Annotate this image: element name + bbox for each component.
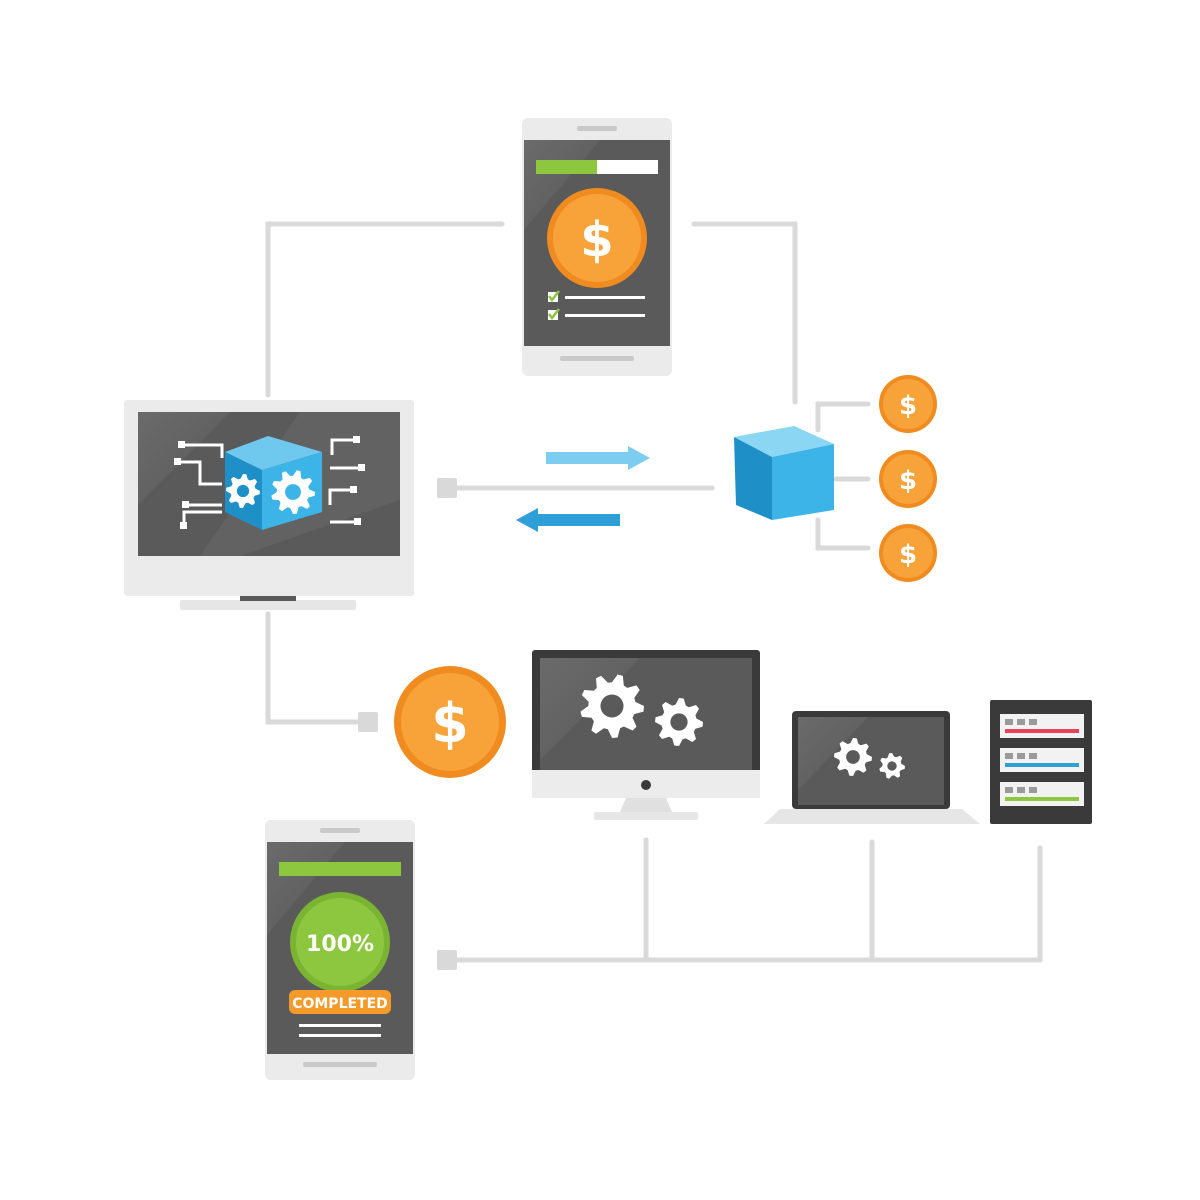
laptop	[764, 711, 980, 824]
dollar-coin-icon: $	[879, 375, 937, 433]
circuit-endpoints	[174, 436, 365, 529]
completed-label: COMPLETED	[292, 996, 388, 1012]
desktop-stand	[620, 798, 672, 812]
check-mark-icon	[548, 308, 560, 321]
desktop-stand-base	[594, 812, 698, 820]
cube-right-face	[772, 444, 834, 520]
gear-icon	[879, 753, 905, 779]
connector-lines	[265, 221, 1043, 963]
bottom-phone-home-bar	[303, 1062, 377, 1067]
arrow-left-head	[516, 508, 538, 532]
check-mark-icon	[548, 290, 560, 303]
gear-icon	[271, 470, 315, 514]
completed-badge	[289, 990, 391, 1014]
server-rack	[990, 700, 1092, 824]
top-phone-home-bar	[560, 356, 634, 361]
left-monitor-stand-slot	[240, 596, 296, 601]
arrow-left-shaft	[538, 514, 620, 526]
gear-icon	[834, 738, 872, 776]
connector-top-phone-to-cube	[691, 221, 798, 405]
checklist-line	[565, 314, 645, 317]
bottom-phone-speaker	[320, 828, 360, 833]
desktop-camera	[641, 780, 651, 790]
connector-plug-monitor	[437, 478, 457, 498]
arrow-right-shaft	[546, 452, 628, 464]
detail-line	[299, 1024, 381, 1027]
bottom-phone: 100% COMPLETED	[265, 820, 415, 1080]
arrow-right-head	[628, 446, 650, 470]
payment-coin-icon: $	[394, 666, 506, 778]
top-phone-coin-symbol: $	[580, 212, 613, 268]
top-phone-checklist	[548, 290, 645, 321]
laptop-screen-shine	[798, 717, 868, 790]
arrow-right-icon	[546, 446, 650, 470]
connector-plug-bottom-phone	[437, 950, 457, 970]
desktop-computer	[532, 650, 760, 820]
coin-symbol: $	[899, 391, 917, 421]
cube-top-face	[225, 436, 322, 470]
dollar-coin-icon: $	[879, 450, 937, 508]
server-unit	[1000, 748, 1084, 772]
connector-cube-to-coin-3	[815, 517, 871, 551]
connector-plug-coin	[358, 712, 378, 732]
circuit-traces	[178, 438, 360, 525]
dollar-coin-icon: $	[879, 524, 937, 582]
detail-line	[299, 1034, 381, 1037]
coin-symbol: $	[899, 540, 917, 570]
server-unit	[1000, 782, 1084, 806]
arrow-left-icon	[516, 508, 620, 532]
top-phone-speaker	[577, 126, 617, 131]
cube-top-face	[734, 426, 834, 457]
checklist-line	[565, 296, 645, 299]
bottom-phone-progress-fill	[279, 862, 401, 876]
completion-percent: 100%	[306, 932, 374, 957]
left-monitor-screen-shine	[138, 412, 230, 505]
connector-monitor-to-top-phone	[265, 221, 505, 398]
top-phone: $	[522, 118, 672, 376]
payment-coin-symbol: $	[431, 692, 469, 755]
top-phone-coin: $	[547, 188, 647, 288]
gear-icon	[580, 674, 644, 738]
gear-icon	[226, 474, 260, 508]
laptop-base	[764, 809, 980, 824]
gear-icon	[655, 698, 703, 746]
cube-left-face	[734, 437, 772, 520]
blockchain-cube-icon	[734, 426, 834, 520]
connector-plugs	[358, 478, 457, 970]
coin-stack: $ $ $	[879, 375, 937, 582]
coin-symbol: $	[899, 466, 917, 496]
left-monitor-stand	[180, 600, 356, 610]
connector-cube-to-coin-1	[815, 401, 871, 433]
top-phone-progress-fill	[536, 160, 597, 174]
connector-monitor-to-coin	[265, 611, 363, 725]
completion-badge-icon: 100%	[290, 892, 390, 992]
server-unit	[1000, 714, 1084, 738]
transfer-arrows	[516, 446, 650, 532]
left-monitor	[124, 400, 414, 610]
